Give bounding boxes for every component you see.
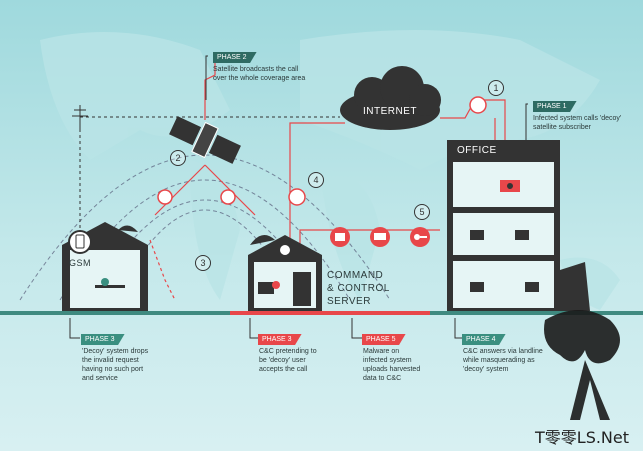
phase-1-text: Infected system calls 'decoy' satellite … — [533, 115, 622, 131]
step-4-badge: 4 — [308, 172, 324, 188]
dish-icon — [250, 235, 275, 245]
phase-3-decoy-tag: PHASE 3 — [81, 334, 125, 345]
ground-cnc — [230, 311, 430, 315]
cnc-label-3: SERVER — [327, 296, 371, 307]
phase-3-cnc-text: C&C pretending to be 'decoy' user accept… — [259, 348, 317, 373]
data-upload-icons — [330, 227, 430, 247]
cnc-house — [248, 235, 322, 311]
phase-4-tag: PHASE 4 — [462, 334, 506, 345]
gsm-label: GSM — [69, 258, 92, 268]
ground-left — [0, 311, 230, 315]
cnc-label-1: COMMAND — [327, 270, 384, 281]
world-map — [40, 30, 620, 310]
office-building — [447, 140, 590, 311]
step-1-badge: 1 — [488, 80, 504, 96]
satellite-icon — [169, 116, 241, 164]
step-5-badge: 5 — [414, 204, 430, 220]
gsm-house — [62, 222, 148, 311]
phase-4-text: C&C answers via landline while masquerad… — [463, 348, 543, 373]
phone-icon — [68, 230, 92, 254]
internet-cloud — [340, 66, 441, 130]
office-label: OFFICE — [457, 145, 497, 156]
dragon-logo — [544, 310, 620, 420]
phase-2-tag: PHASE 2 — [213, 52, 257, 63]
dish-icon — [118, 225, 138, 232]
user-call-icons — [157, 96, 487, 206]
phase-1-tag: PHASE 1 — [533, 101, 577, 112]
step-3-badge: 3 — [195, 255, 211, 271]
skull-icon — [280, 245, 290, 255]
internet-label: INTERNET — [363, 106, 417, 117]
step-2-badge: 2 — [170, 150, 186, 166]
phase-5-text: Malware on infected system uploads harve… — [363, 348, 421, 382]
phase-3-decoy-text: 'Decoy' system drops the invalid request… — [82, 348, 149, 382]
phase-2-text: Satellite broadcasts the call over the w… — [213, 66, 306, 82]
cnc-label-2: & CONTROL — [327, 283, 390, 294]
ground-right — [430, 311, 643, 315]
antenna-icon — [72, 105, 88, 130]
phase-5-tag: PHASE 5 — [362, 334, 406, 345]
phase-3-cnc-tag: PHASE 3 — [258, 334, 302, 345]
watermark: T零零LS.Net — [535, 428, 630, 447]
